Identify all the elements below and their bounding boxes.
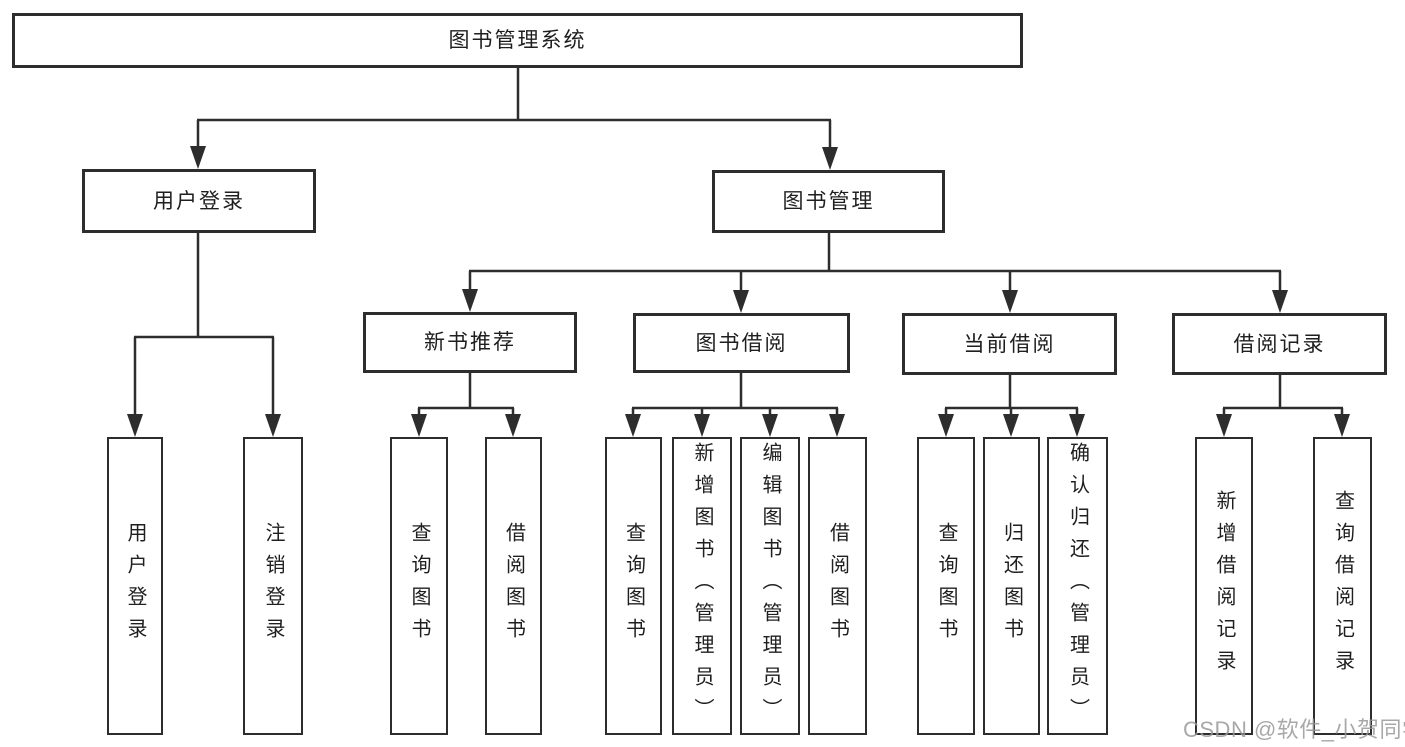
leaf-label: 用户登录 bbox=[124, 522, 146, 650]
leaf-label: 归还图书 bbox=[1000, 522, 1023, 650]
leaf-query-borrow-record: 查询借阅记录 bbox=[1313, 437, 1372, 735]
node-label: 图书管理系统 bbox=[448, 29, 587, 52]
leaf-label: 确认归还（管理员） bbox=[1066, 442, 1089, 730]
leaf-query-books-borrow: 查询图书 bbox=[605, 437, 662, 735]
csdn-watermark: CSDN @软件_小贺同学 bbox=[1183, 717, 1405, 742]
leaf-return-book: 归还图书 bbox=[983, 437, 1040, 735]
leaf-query-books-current: 查询图书 bbox=[917, 437, 975, 735]
node-label: 图书借阅 bbox=[695, 331, 788, 355]
node-book-management: 图书管理 bbox=[712, 170, 945, 233]
leaf-label: 注销登录 bbox=[262, 522, 284, 650]
leaf-label: 查询图书 bbox=[408, 522, 430, 650]
leaf-label: 查询借阅记录 bbox=[1331, 490, 1354, 682]
leaf-add-borrow-record: 新增借阅记录 bbox=[1195, 437, 1253, 735]
node-label: 新书推荐 bbox=[424, 331, 516, 354]
node-user-login: 用户登录 bbox=[82, 169, 316, 233]
connector-paths bbox=[133, 68, 1344, 416]
node-label: 当前借阅 bbox=[963, 332, 1056, 356]
leaf-label: 新增图书（管理员） bbox=[691, 442, 713, 730]
node-borrow-records: 借阅记录 bbox=[1172, 313, 1387, 375]
leaf-label: 借阅图书 bbox=[502, 522, 525, 650]
leaf-borrow-books-borrow: 借阅图书 bbox=[808, 437, 867, 735]
leaf-borrow-books-recommend: 借阅图书 bbox=[485, 437, 542, 735]
leaf-edit-book-admin: 编辑图书（管理员） bbox=[740, 437, 800, 735]
node-label: 用户登录 bbox=[153, 189, 245, 213]
leaf-confirm-return-admin: 确认归还（管理员） bbox=[1047, 437, 1108, 735]
leaf-label: 编辑图书（管理员） bbox=[759, 442, 781, 730]
leaf-label: 查询图书 bbox=[622, 522, 645, 650]
leaf-label: 新增借阅记录 bbox=[1213, 490, 1235, 682]
leaf-label: 借阅图书 bbox=[826, 522, 849, 650]
leaf-user-login: 用户登录 bbox=[107, 437, 163, 735]
node-label: 图书管理 bbox=[782, 190, 875, 213]
node-label: 借阅记录 bbox=[1233, 332, 1326, 356]
leaf-add-book-admin: 新增图书（管理员） bbox=[672, 437, 732, 735]
node-root-system: 图书管理系统 bbox=[12, 13, 1023, 68]
arrowheads bbox=[127, 146, 1350, 437]
node-book-borrow: 图书借阅 bbox=[633, 313, 850, 373]
leaf-logout: 注销登录 bbox=[243, 437, 303, 735]
leaf-label: 查询图书 bbox=[935, 522, 957, 650]
node-new-book-recommend: 新书推荐 bbox=[363, 312, 577, 373]
leaf-query-books-recommend: 查询图书 bbox=[390, 437, 448, 735]
node-current-borrow: 当前借阅 bbox=[902, 313, 1117, 375]
